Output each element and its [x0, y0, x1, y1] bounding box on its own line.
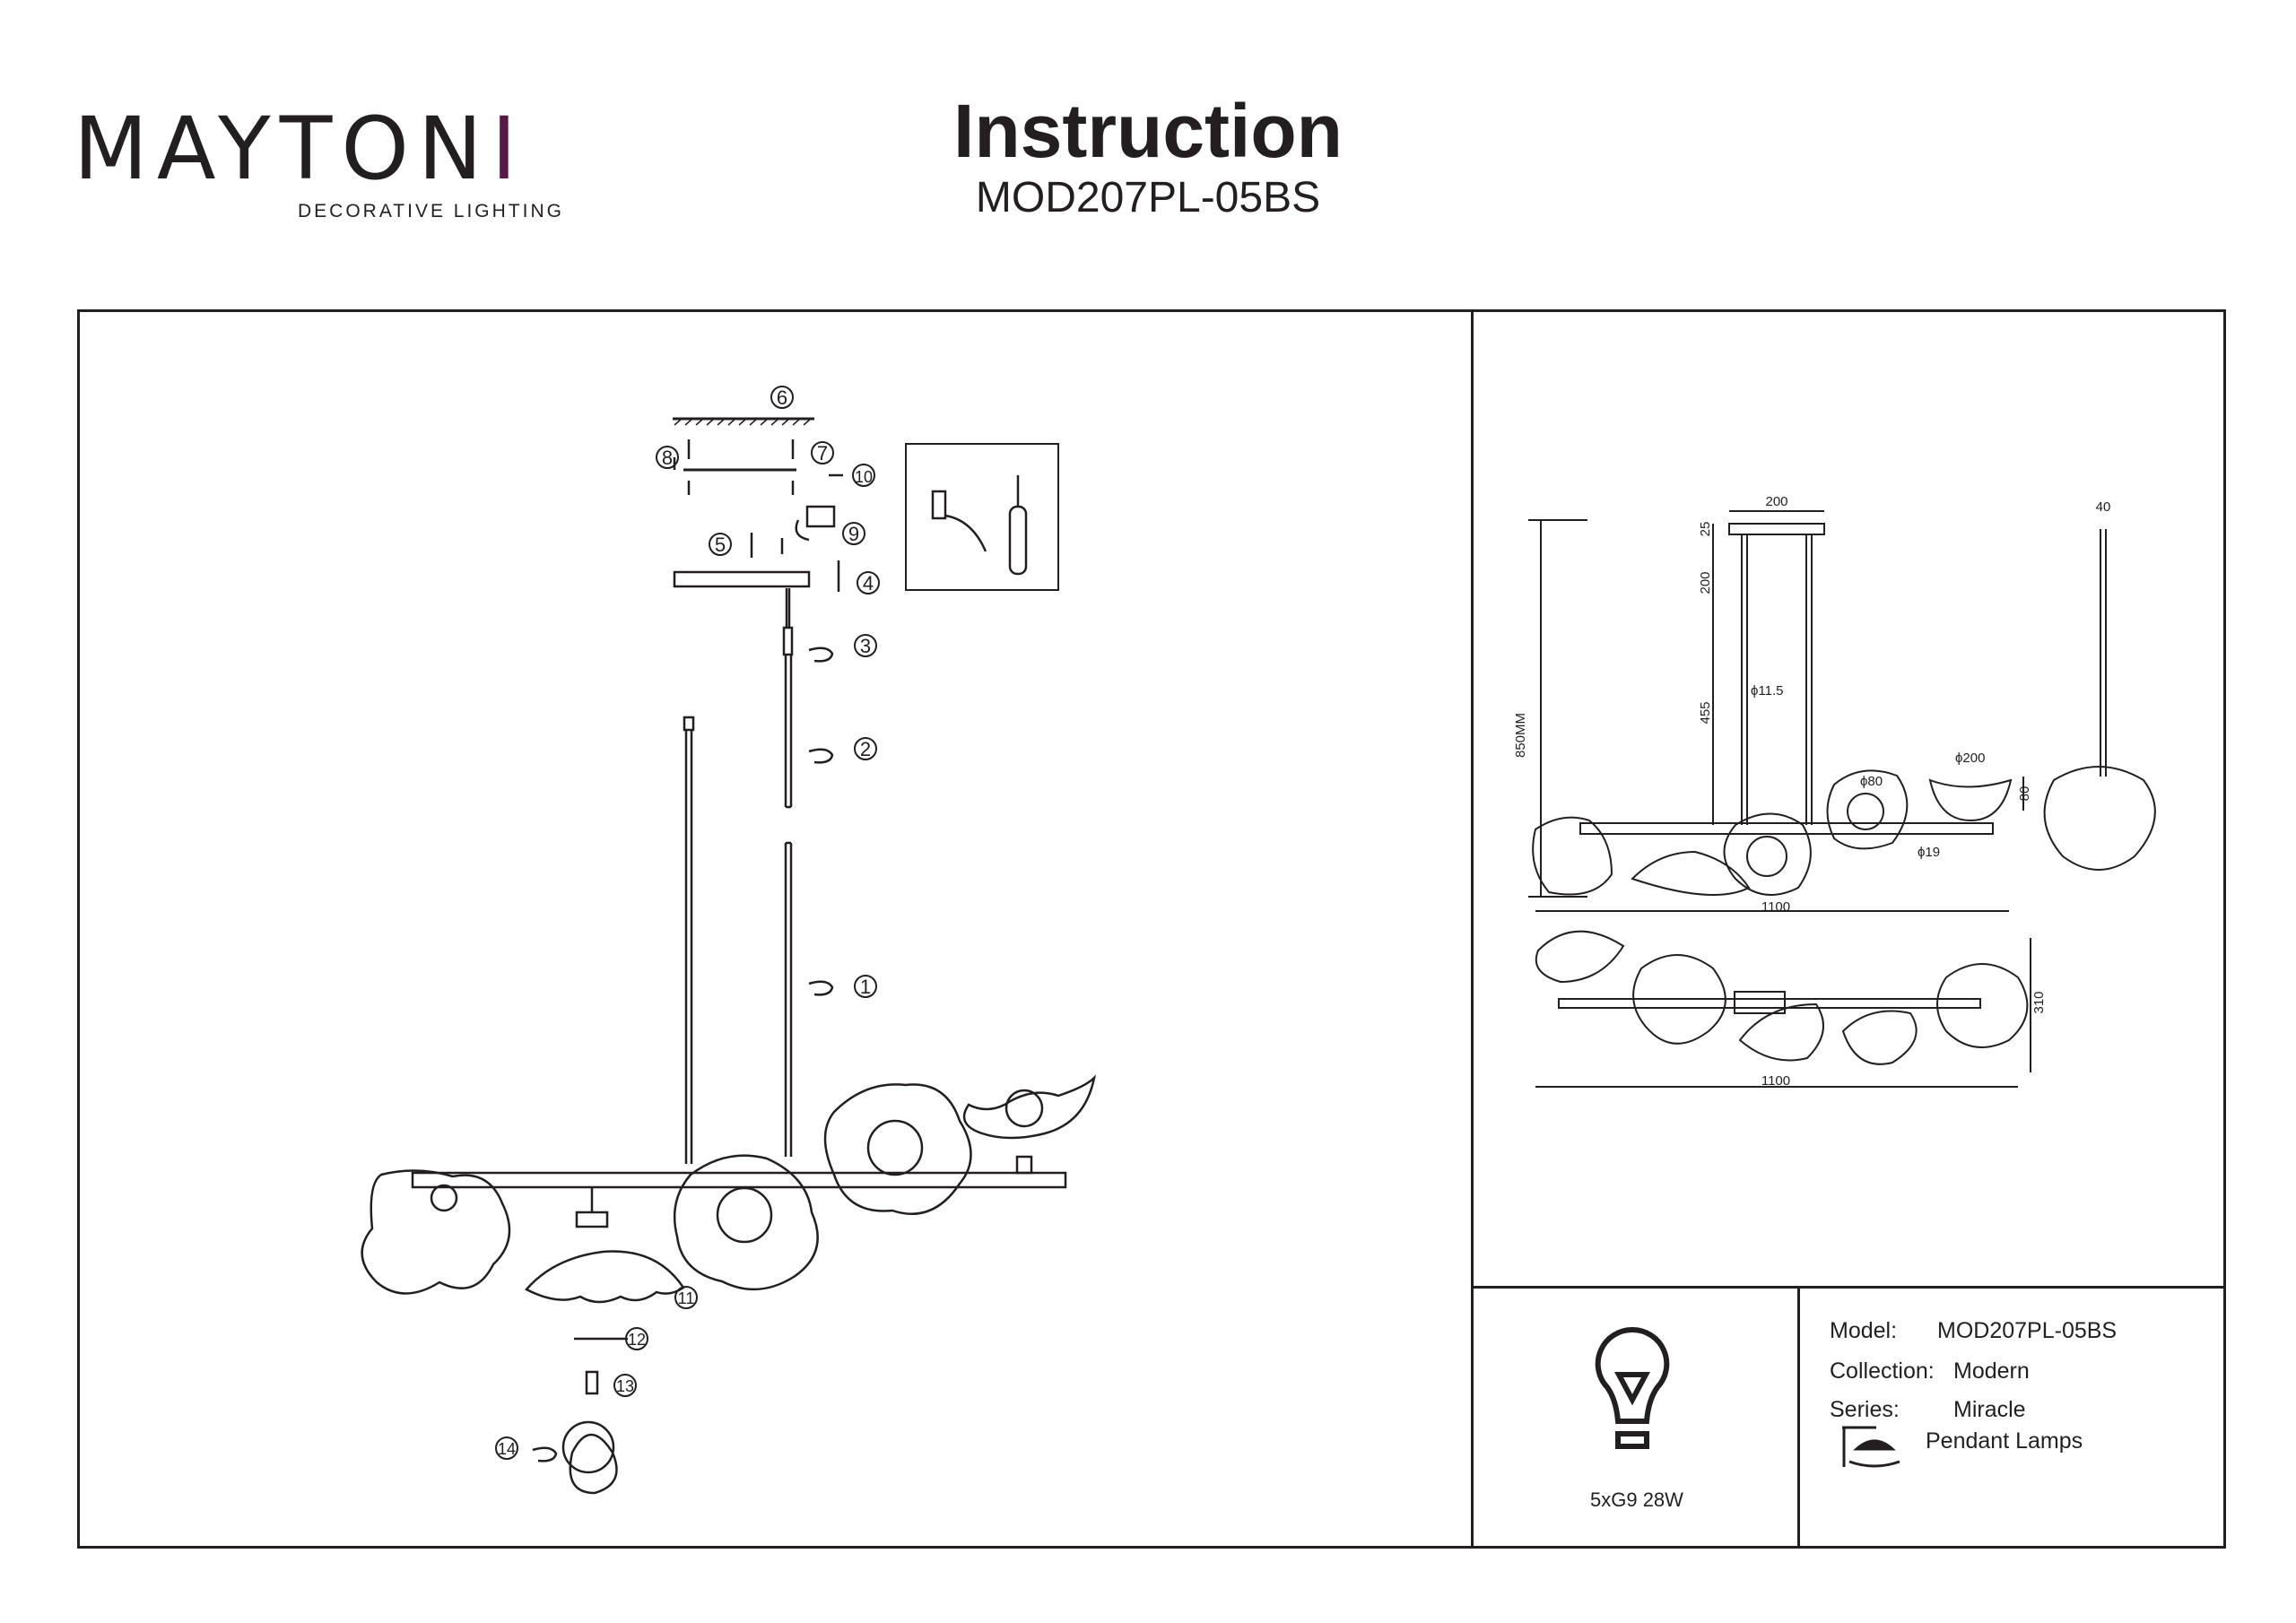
step-label: 4: [863, 572, 874, 595]
lamp-spec: 5xG9 28W: [1590, 1488, 1683, 1511]
step-label: 3: [860, 635, 871, 657]
info-series-label: Series:: [1830, 1397, 1900, 1422]
dim-shade-height: 80: [2017, 786, 2032, 802]
dim-height-total: 850MM: [1513, 713, 1528, 758]
step-label: 10: [855, 468, 873, 486]
step-label: 9: [848, 523, 859, 545]
dim-length-top: 1100: [1761, 1073, 1790, 1089]
dim-depth-top: 310: [2031, 991, 2047, 1013]
dim-canopy-width: 200: [1765, 494, 1787, 509]
info-type-value: Pendant Lamps: [1926, 1428, 2083, 1454]
frame-divider-horizontal: [1471, 1286, 2226, 1289]
info-collection-value: Modern: [1953, 1358, 2030, 1384]
dim-length-front: 1100: [1761, 899, 1790, 915]
dim-rod-diameter: ϕ11.5: [1751, 683, 1783, 699]
dim-rod-lower: 455: [1698, 701, 1713, 724]
page-title: Instruction: [953, 89, 1343, 173]
brand-name: MAYTONI: [74, 99, 526, 199]
step-label: 2: [860, 738, 871, 760]
info-model-value: MOD207PL-05BS: [1937, 1318, 2118, 1343]
frame-divider-info: [1797, 1286, 1800, 1549]
info-collection-label: Collection:: [1830, 1358, 1935, 1384]
step-label: 7: [817, 442, 828, 464]
info-model-label: Model:: [1830, 1318, 1898, 1343]
dim-bar-diameter: ϕ19: [1918, 845, 1940, 860]
step-label: 12: [628, 1331, 646, 1349]
step-label: 1: [860, 976, 871, 998]
step-label: 6: [777, 386, 787, 409]
dim-side-top: 40: [2096, 499, 2111, 515]
step-label: 11: [678, 1289, 695, 1307]
step-label: 13: [616, 1377, 634, 1395]
bulb-icon: [1595, 1326, 1670, 1449]
model-code: MOD207PL-05BS: [975, 174, 1321, 221]
dim-shade-large: ϕ200: [1955, 751, 1985, 766]
step-label: 5: [715, 534, 726, 556]
pendant-lamp-icon: [1842, 1426, 1900, 1468]
drawing-frame: [77, 309, 2226, 1549]
step-label: 14: [498, 1440, 516, 1458]
brand-tagline: DECORATIVE LIGHTING: [298, 201, 564, 221]
frame-divider-vertical: [1471, 309, 1474, 1549]
step-label: 8: [662, 447, 673, 469]
dim-canopy-height: 25: [1698, 522, 1713, 537]
dim-rod-upper: 200: [1698, 571, 1713, 594]
dim-shade-small: ϕ80: [1860, 774, 1883, 789]
info-series-value: Miracle: [1953, 1397, 2026, 1422]
brand-logo: MAYTONI DECORATIVE LIGHTING: [74, 99, 561, 221]
brand-name-accent: I: [491, 99, 526, 199]
